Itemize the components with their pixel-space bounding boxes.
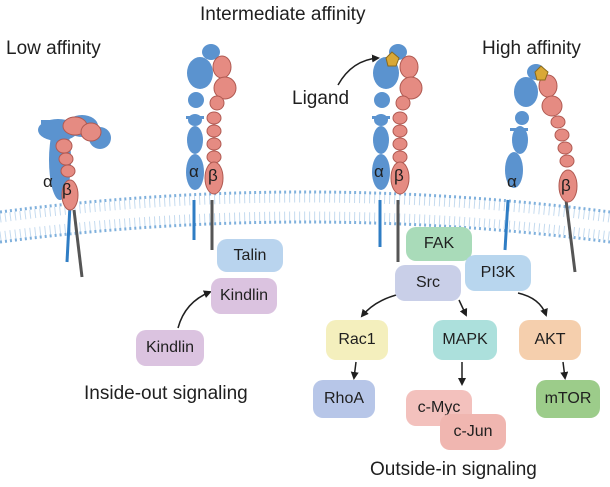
beta-label: β: [394, 166, 404, 185]
node-akt: AKT: [519, 320, 581, 360]
node-talin: Talin: [217, 239, 283, 272]
ligand-arrow: [337, 54, 380, 86]
integrin-intermediate-ligand: [372, 44, 423, 262]
integrin-high-affinity: [503, 64, 578, 273]
integrin-intermediate-unbound: [186, 44, 237, 250]
arrow-rac1-to-rhoa: [350, 361, 359, 380]
arrow-kindlin-to-kindlin: [177, 290, 212, 329]
node-mtor: mTOR: [536, 380, 600, 418]
beta-label: β: [561, 176, 571, 195]
ligand-label: Ligand: [292, 88, 350, 109]
high-affinity-label: High affinity: [482, 38, 581, 59]
alpha-label: α: [507, 172, 517, 191]
node-cmyc: c-Myc: [406, 390, 472, 426]
arrow-akt-to-mtor: [560, 361, 569, 380]
alpha-label: α: [374, 162, 384, 181]
cell-membrane: [0, 190, 610, 244]
intermediate-affinity-label: Intermediate affinity: [200, 4, 366, 25]
node-kindlin-top: Kindlin: [211, 278, 277, 314]
low-affinity-label: Low affinity: [6, 38, 101, 59]
ligand-icon: [385, 51, 400, 67]
node-fak: FAK: [406, 227, 472, 261]
node-rhoa: RhoA: [313, 380, 375, 418]
node-src: Src: [395, 265, 461, 301]
arrow-pi3k-to-akt: [517, 292, 548, 317]
node-rac1: Rac1: [326, 320, 388, 360]
node-cjun: c-Jun: [440, 414, 506, 450]
arrow-src-to-rac1: [360, 293, 401, 318]
node-pi3k: PI3K: [465, 255, 531, 291]
inside-out-label: Inside-out signaling: [84, 383, 248, 404]
integrin-low-affinity: [38, 115, 111, 278]
arrow-src-to-mapk: [458, 299, 468, 317]
alpha-label: α: [43, 172, 53, 191]
beta-label: β: [208, 166, 218, 185]
node-mapk: MAPK: [433, 320, 497, 360]
alpha-label: α: [189, 162, 199, 181]
node-kindlin-bottom: Kindlin: [136, 330, 204, 366]
ligand-icon: [534, 65, 549, 81]
outside-in-label: Outside-in signaling: [370, 459, 537, 480]
beta-label: β: [62, 180, 72, 199]
